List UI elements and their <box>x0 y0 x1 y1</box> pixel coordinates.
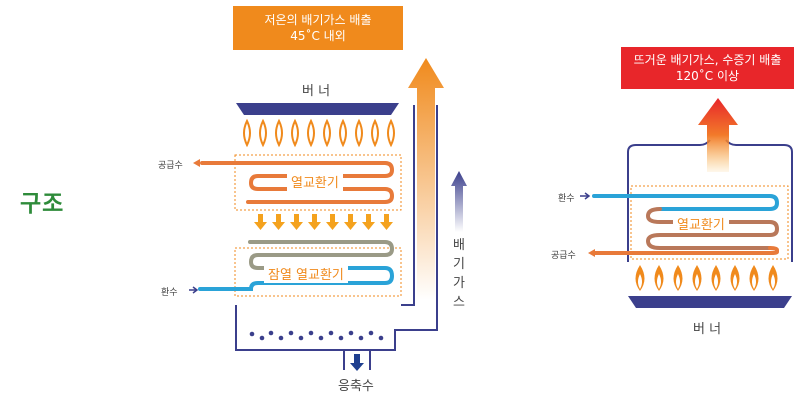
left-latent-exchanger-box <box>234 247 402 297</box>
right-exhaust-caption: 뜨거운 배기가스, 수증기 배출 120˚C 이상 <box>621 47 794 89</box>
left-exhaust-caption: 저온의 배기가스 배출 45˚C 내외 <box>233 6 403 50</box>
right-coil-orange <box>593 246 779 255</box>
left-exhaust-flow-arrow <box>451 171 467 232</box>
right-heat-exchanger-label: 열교환기 <box>673 214 729 233</box>
right-coil-brown <box>645 207 780 250</box>
exhaust-flow-char: 스 <box>453 295 465 310</box>
left-upper-coil <box>200 161 395 204</box>
right-burner-bar <box>628 296 792 308</box>
right-exhaust-caption-line2: 120˚C 이상 <box>675 69 740 83</box>
right-casing-sides <box>627 170 793 262</box>
left-condensate-dots <box>249 330 384 341</box>
left-lower-coil-blue <box>198 266 395 291</box>
left-latent-exchanger-label: 잠열 열교환기 <box>264 264 348 283</box>
left-exhaust-caption-line1: 저온의 배기가스 배출 <box>264 13 372 27</box>
right-return-arrow <box>580 192 591 200</box>
left-heat-exchanger-box <box>234 154 402 211</box>
left-exhaust-caption-line2: 45˚C 내외 <box>290 29 346 43</box>
right-coil-blue <box>592 194 780 211</box>
left-inner-flue <box>401 105 415 306</box>
left-casing <box>235 105 438 351</box>
left-supply-label: 공급수 <box>158 161 183 171</box>
right-return-label: 환수 <box>558 194 575 204</box>
left-exhaust-flow-label: 배 기 가 스 <box>451 236 467 312</box>
left-heat-exchanger-label: 열교환기 <box>287 172 343 191</box>
conventional-boiler <box>580 98 793 308</box>
right-supply-arrow <box>588 249 595 257</box>
left-lower-coil-gray <box>248 240 395 270</box>
left-burner-label: 버 너 <box>302 84 331 99</box>
left-drain <box>343 350 371 370</box>
left-burner-bar <box>236 103 399 115</box>
left-supply-arrow <box>193 159 200 167</box>
right-burner-label: 버 너 <box>693 322 722 337</box>
right-heat-exchanger-box <box>630 185 789 260</box>
right-exhaust-caption-line1: 뜨거운 배기가스, 수증기 배출 <box>633 53 782 67</box>
left-condensate-label: 응축수 <box>338 379 374 394</box>
condensing-boiler <box>189 58 467 371</box>
left-down-arrows <box>254 214 393 230</box>
exhaust-flow-char: 배 <box>453 238 465 253</box>
left-return-arrow <box>189 286 199 294</box>
left-flames <box>243 118 395 148</box>
left-return-label: 환수 <box>161 288 178 298</box>
exhaust-flow-char: 가 <box>453 276 465 291</box>
left-drain-arrow <box>350 354 364 371</box>
right-supply-label: 공급수 <box>551 251 576 261</box>
left-exhaust-up-arrow <box>408 58 444 300</box>
exhaust-flow-char: 기 <box>453 257 465 272</box>
right-flames <box>635 265 778 291</box>
right-exhaust-up-arrow <box>698 98 738 172</box>
page-title: 구조 <box>20 191 65 217</box>
